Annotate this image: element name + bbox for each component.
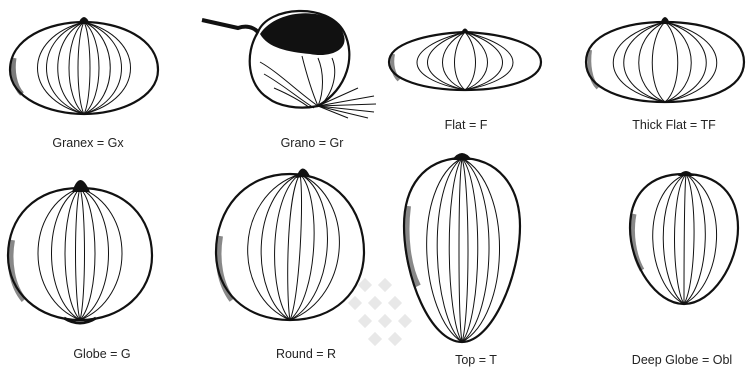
shape-label-flat: Flat = F: [445, 118, 488, 132]
deep-globe-onion-illustration: [626, 164, 742, 310]
round-onion-illustration: [210, 160, 370, 328]
top-onion-illustration: [400, 146, 528, 350]
thick-flat-onion-illustration: [582, 6, 748, 110]
shape-label-globe: Globe = G: [73, 347, 130, 361]
flat-onion-illustration: [385, 18, 545, 98]
shape-label-top: Top = T: [455, 353, 497, 367]
shape-label-grano: Grano = Gr: [281, 136, 344, 150]
grano-onion-illustration: [198, 2, 383, 120]
shape-label-granex: Granex = Gx: [52, 136, 123, 150]
granex-onion-illustration: [4, 8, 164, 120]
shape-label-round: Round = R: [276, 347, 336, 361]
shape-label-deep-globe: Deep Globe = Obl: [632, 353, 732, 367]
globe-onion-illustration: [4, 168, 156, 328]
shape-label-thick-flat: Thick Flat = TF: [632, 118, 715, 132]
